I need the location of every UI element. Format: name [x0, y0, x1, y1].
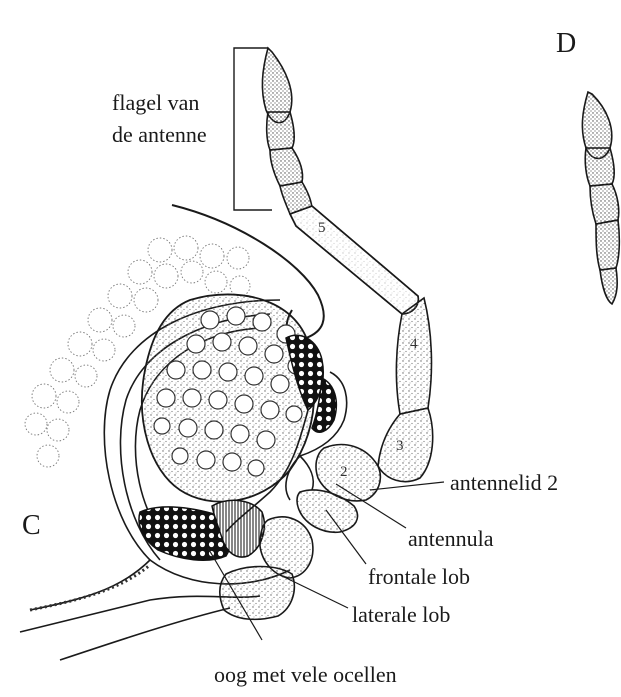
- segment-number-2: 2: [340, 464, 348, 480]
- segment-number-5: 5: [318, 220, 326, 236]
- label-flagel-line2: de antenne: [112, 124, 207, 146]
- panel-label-c: C: [22, 512, 41, 540]
- panel-d-antenna: [582, 92, 619, 304]
- label-laterale-lob: laterale lob: [352, 604, 450, 626]
- label-flagel-line1: flagel van: [112, 92, 199, 114]
- segment-number-4: 4: [410, 336, 418, 352]
- dotted-edge: [30, 565, 150, 610]
- label-antennelid: antennelid 2: [450, 472, 558, 494]
- label-oog: oog met vele ocellen: [214, 664, 397, 686]
- segment-4: [396, 298, 431, 414]
- label-frontale-lob: frontale lob: [368, 566, 470, 588]
- segment-3: [378, 408, 433, 482]
- segment-number-3: 3: [396, 438, 404, 454]
- panel-label-d: D: [556, 30, 576, 58]
- flagellum-seg-b: [270, 148, 303, 186]
- flagellum-seg-a: [267, 112, 294, 150]
- lateral-lobe-shape: [220, 567, 295, 620]
- label-antennula: antennula: [408, 528, 494, 550]
